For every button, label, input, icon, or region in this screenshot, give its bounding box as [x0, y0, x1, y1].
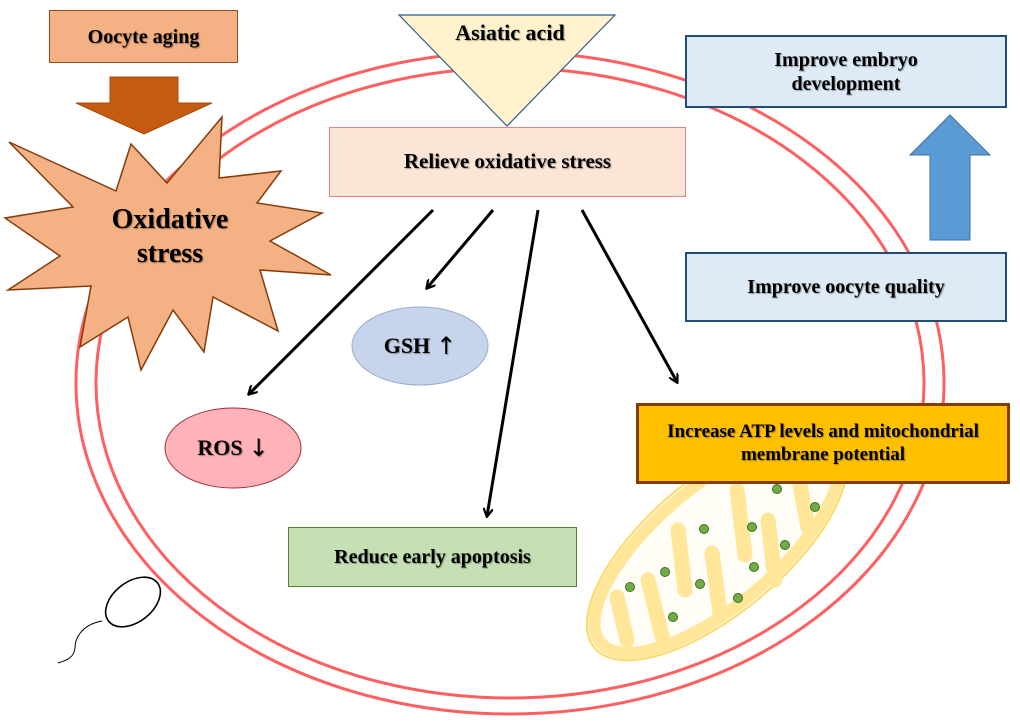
oxidative-stress-starburst: [3, 114, 332, 373]
improve-embryo-box: Improve embryo development: [685, 35, 1007, 108]
oxidative-stress-label: Oxidative stress: [70, 196, 270, 278]
quality-up-arrow: [908, 114, 992, 241]
ros-ellipse: [164, 407, 302, 489]
arrow-to-apoptosis: [487, 209, 540, 516]
down-arrow-icon: ↓: [248, 433, 269, 462]
ros-node: ROS ↓: [165, 428, 301, 468]
mitochondrion-dots: [625, 484, 820, 622]
aging-down-arrow: [75, 76, 213, 135]
arrow-to-ros: [249, 208, 435, 394]
ros-label: ROS: [197, 434, 243, 460]
up-arrow-icon: ↑: [436, 331, 457, 360]
relieve-label: Relieve oxidative stress: [403, 149, 612, 174]
reduce-apoptosis-box: Reduce early apoptosis: [288, 527, 577, 587]
gsh-node: GSH ↑: [352, 326, 488, 366]
arrow-to-atp: [580, 209, 677, 382]
mitochondrion-cristae: [609, 477, 816, 648]
atp-label: Increase ATP levels and mitochondrial me…: [667, 420, 979, 465]
apoptosis-label: Reduce early apoptosis: [334, 546, 531, 568]
gsh-label: GSH: [383, 332, 431, 358]
sperm-icon: [57, 576, 162, 664]
asiatic-acid-label: Asiatic acid: [455, 19, 565, 45]
asiatic-acid-triangle: [397, 14, 617, 127]
gsh-ellipse: [351, 306, 489, 386]
oocyte-aging-box: Oocyte aging: [49, 10, 238, 63]
improve-oocyte-quality-box: Improve oocyte quality: [685, 252, 1007, 322]
increase-atp-box: Increase ATP levels and mitochondrial me…: [636, 403, 1010, 484]
oxidative-stress-text: Oxidative stress: [111, 204, 229, 269]
relieve-oxidative-stress-box: Relieve oxidative stress: [329, 127, 686, 197]
embryo-label: Improve embryo development: [774, 48, 918, 95]
oocyte-aging-label: Oocyte aging: [87, 25, 200, 48]
arrow-to-gsh: [427, 209, 495, 288]
oocyte-quality-label: Improve oocyte quality: [747, 276, 945, 298]
